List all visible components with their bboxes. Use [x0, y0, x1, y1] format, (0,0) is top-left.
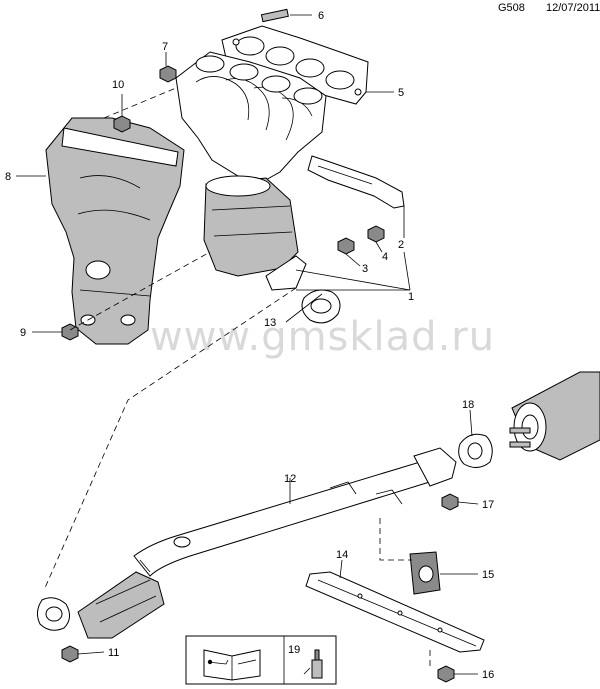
muffler-flange-gasket [458, 433, 493, 468]
downpipe-gasket [301, 289, 341, 324]
callout-16: 16 [482, 669, 494, 681]
intermediate-exhaust-pipe [133, 447, 457, 577]
callout-18: 18 [462, 399, 474, 411]
callout-15: 15 [482, 569, 494, 581]
bracket-mounting-bolt [437, 665, 455, 683]
callout-6: 6 [318, 10, 324, 22]
manifold-nut-upper [159, 65, 177, 83]
muffler-studs [509, 427, 531, 448]
assembly-guide-line [103, 87, 177, 119]
diagram-date: 12/07/2011 [546, 2, 600, 14]
callout-8: 8 [5, 171, 11, 183]
callout-5: 5 [398, 87, 404, 99]
legend-box: 19 [185, 635, 337, 685]
exhaust-support-bracket [305, 571, 485, 653]
leader-lines [16, 14, 479, 675]
heat-shield [45, 117, 185, 345]
rear-muffler [511, 371, 600, 461]
callout-9: 9 [20, 327, 26, 339]
bracket-bolt-lower [337, 237, 355, 255]
callout-4: 4 [382, 251, 388, 263]
callout-17: 17 [482, 499, 494, 511]
diagram-code: G508 [498, 2, 525, 14]
heat-shield-bolt-upper [113, 115, 131, 133]
exhaust-manifold-gasket [221, 25, 369, 105]
catalytic-manifold [175, 51, 327, 291]
callout-7: 7 [162, 41, 168, 53]
assembly-guide-line [43, 287, 297, 591]
converter-nut [61, 645, 79, 663]
callout-2: 2 [398, 239, 404, 251]
manifold-stud [260, 8, 289, 23]
sealant-tube-icon [303, 649, 323, 679]
manifold-bracket [307, 155, 405, 209]
legend-item-number: 19 [288, 644, 300, 656]
rubber-hanger [409, 551, 441, 595]
assembly-guide-line [69, 251, 211, 331]
pipe-flange-bolt [441, 493, 459, 511]
manual-book-icon [203, 649, 261, 681]
callout-11: 11 [108, 647, 119, 659]
assembly-guide-line [379, 518, 412, 561]
callout-1: 1 [408, 291, 414, 303]
bracket-bolt-upper [367, 225, 385, 243]
front-catalytic-converter [36, 571, 165, 639]
callout-13: 13 [264, 317, 276, 329]
callout-12: 12 [284, 473, 296, 485]
callout-10: 10 [112, 79, 124, 91]
heat-shield-bolt-lower [61, 323, 79, 341]
callout-3: 3 [362, 263, 368, 275]
callout-14: 14 [336, 549, 348, 561]
